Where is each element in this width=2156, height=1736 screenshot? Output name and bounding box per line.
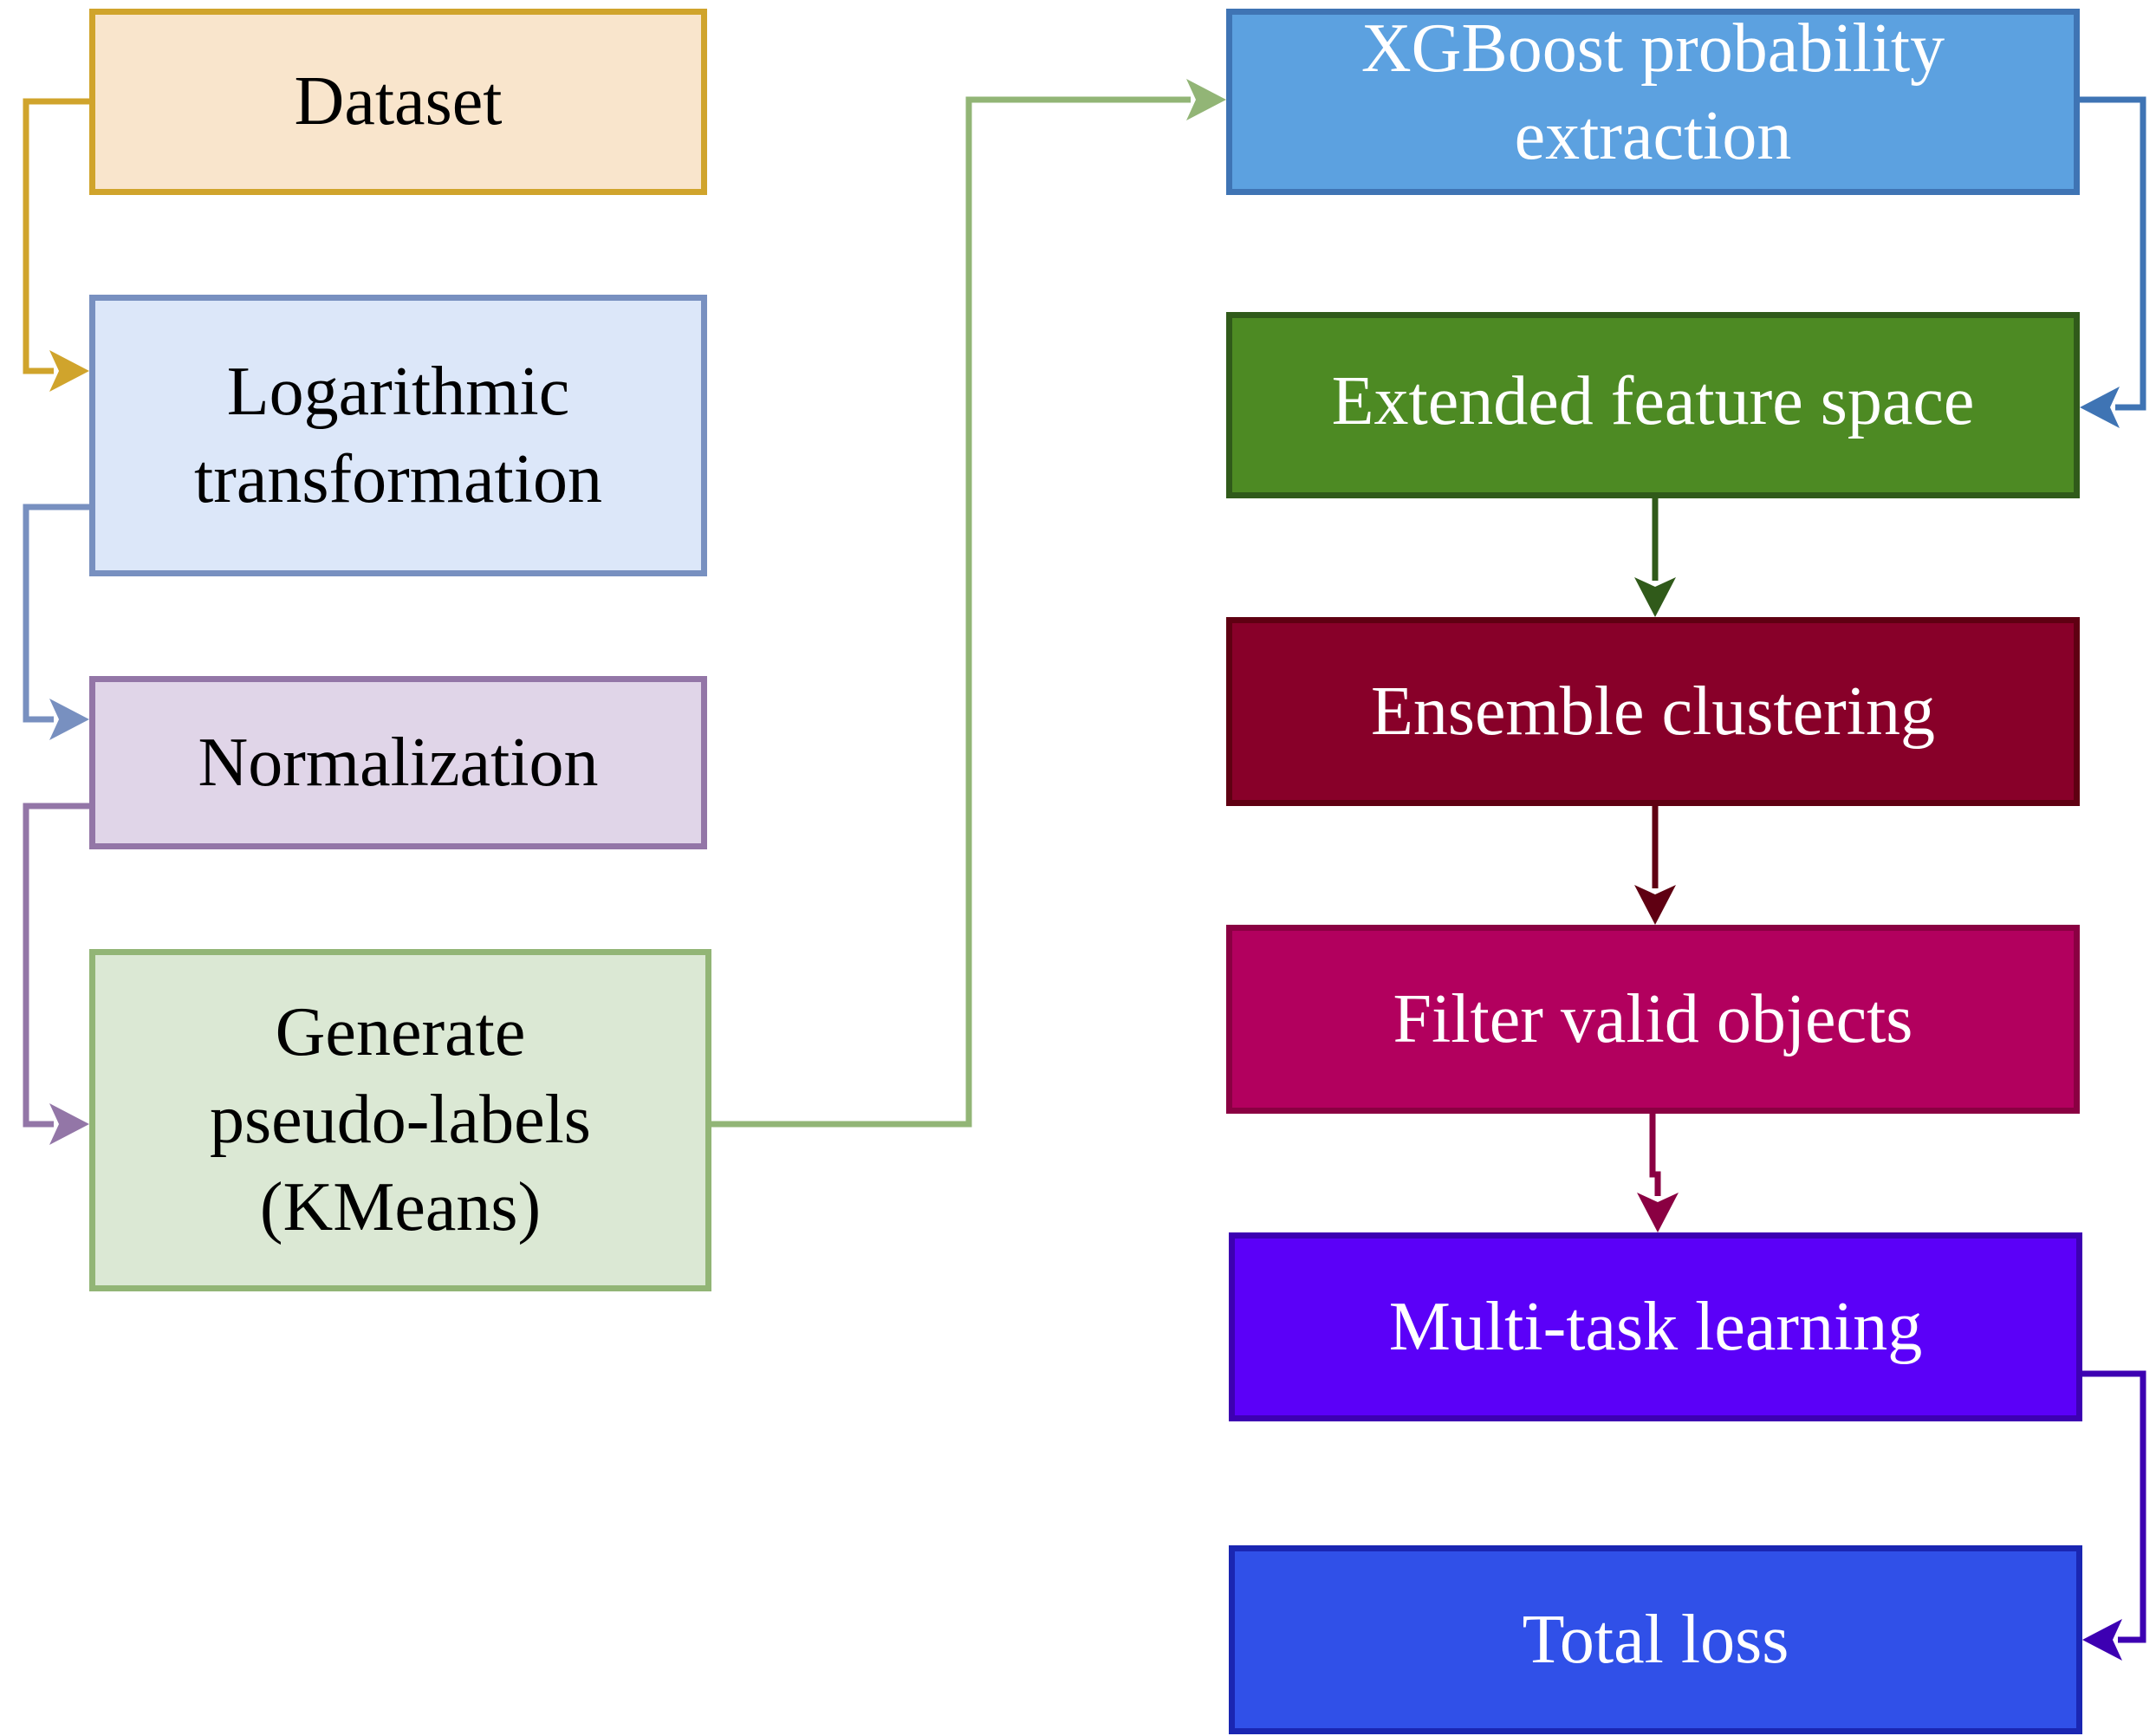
edge-xgb-to-extended — [2080, 96, 2146, 411]
arrowhead-norm-to-pseudo — [49, 1103, 89, 1145]
xgboost-box: XGBoost probability extraction — [1226, 9, 2080, 195]
edge-dataset-to-log — [23, 98, 89, 374]
edge-log-to-norm — [23, 504, 89, 723]
ensemble-clustering-box: Ensemble clustering — [1226, 617, 2080, 806]
normalization-label: Normalization — [198, 724, 599, 801]
pseudo-labels-label: Generate pseudo-labels (KMeans) — [210, 994, 591, 1245]
arrowhead-ensemble-to-filter — [1634, 885, 1676, 925]
xgboost-label: XGBoost probability extraction — [1360, 10, 1945, 174]
extended-features-label: Extended feature space — [1331, 363, 1975, 440]
arrowhead-dataset-to-log — [49, 350, 89, 392]
pseudo-labels-box: Generate pseudo-labels (KMeans) — [89, 949, 711, 1291]
dataset-box: Dataset — [89, 9, 707, 195]
log-transform-label: Logarithmic transformation — [194, 353, 602, 517]
extended-features-box: Extended feature space — [1226, 312, 2080, 498]
edge-norm-to-pseudo — [23, 803, 89, 1128]
total-loss-box: Total loss — [1229, 1545, 2082, 1734]
arrowhead-pseudo-to-xgb — [1186, 79, 1226, 120]
dataset-label: Dataset — [294, 63, 503, 140]
arrowhead-multitask-to-total — [2082, 1619, 2122, 1661]
arrowhead-log-to-norm — [49, 699, 89, 740]
filter-valid-label: Filter valid objects — [1393, 980, 1913, 1057]
normalization-box: Normalization — [89, 676, 707, 849]
edge-multitask-to-total — [2082, 1370, 2146, 1643]
edge-pseudo-to-xgb — [711, 96, 1191, 1128]
total-loss-label: Total loss — [1522, 1601, 1789, 1678]
filter-valid-box: Filter valid objects — [1226, 925, 2080, 1114]
multi-task-label: Multi-task learning — [1388, 1288, 1923, 1365]
edge-filter-to-multitask — [1649, 1114, 1661, 1196]
ensemble-clustering-label: Ensemble clustering — [1371, 673, 1935, 750]
log-transform-box: Logarithmic transformation — [89, 295, 707, 576]
arrowhead-extended-to-ensemble — [1634, 577, 1676, 617]
arrowhead-filter-to-multitask — [1637, 1193, 1679, 1232]
arrowhead-xgb-to-extended — [2080, 387, 2120, 428]
multi-task-box: Multi-task learning — [1229, 1232, 2082, 1421]
